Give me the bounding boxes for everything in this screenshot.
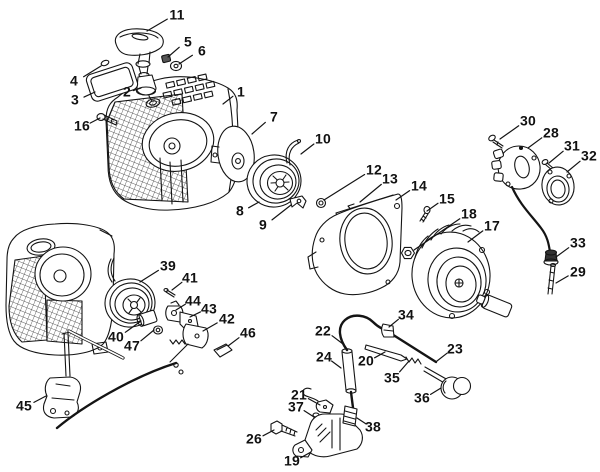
leader-line-10 <box>300 143 315 155</box>
starter-grip <box>114 28 164 102</box>
leader-line-26 <box>262 429 275 437</box>
leader-line-13 <box>359 183 382 203</box>
leader-line-15 <box>426 202 439 212</box>
leader-line-31 <box>548 150 564 164</box>
leader-line-32 <box>566 160 581 173</box>
sleeve-part <box>476 294 513 318</box>
leader-line-7 <box>251 121 266 135</box>
ignition-module-assembly <box>488 134 575 295</box>
leader-line-34 <box>388 318 399 328</box>
leader-line-11 <box>146 18 168 32</box>
leader-line-4 <box>82 65 102 78</box>
leader-line-6 <box>178 54 193 65</box>
leader-line-47 <box>140 329 155 342</box>
leader-line-12 <box>323 173 366 201</box>
leader-line-28 <box>527 137 543 149</box>
leader-line-36 <box>430 387 442 395</box>
starter-housing-assembly <box>85 28 327 211</box>
leader-line-30 <box>499 125 520 140</box>
leader-line-22 <box>331 335 344 345</box>
vent-slots <box>162 73 216 106</box>
leader-line-38 <box>356 417 367 425</box>
starter-cover-plate <box>85 62 139 102</box>
leader-line-45 <box>33 395 47 403</box>
rope-rotor <box>246 138 327 209</box>
leader-line-23 <box>436 352 448 362</box>
leader-line-21 <box>307 398 321 406</box>
leader-line-42 <box>202 322 218 332</box>
leader-line-35 <box>399 360 410 373</box>
leader-line-43 <box>189 311 201 318</box>
fan-housing-cover <box>307 193 431 296</box>
flywheel-assembly <box>400 223 513 320</box>
leader-line-9 <box>271 204 292 221</box>
leader-line-8 <box>248 201 260 209</box>
rear-starter-housing-assembly <box>5 222 233 430</box>
leader-line-17 <box>467 230 484 243</box>
leader-line-33 <box>555 247 570 258</box>
leader-line-19 <box>300 451 312 459</box>
leader-line-14 <box>395 190 411 201</box>
rotor-cover-disc <box>210 125 255 183</box>
leader-line-20 <box>374 351 386 359</box>
leader-line-18 <box>413 218 461 251</box>
leader-line-44 <box>175 303 186 311</box>
leader-line-40 <box>124 320 142 333</box>
leader-line-2 <box>132 87 142 92</box>
leader-line-41 <box>171 281 183 291</box>
leader-line-1 <box>222 95 234 105</box>
leader-line-46 <box>227 337 240 347</box>
leader-line-5 <box>167 46 180 58</box>
leader-line-39 <box>139 269 159 283</box>
leader-line-24 <box>331 360 342 369</box>
leader-line-3 <box>83 91 96 98</box>
leader-lines <box>33 18 581 459</box>
leader-line-37 <box>303 410 315 418</box>
leader-line-29 <box>555 275 569 284</box>
leader-line-16 <box>89 117 101 124</box>
throttle-linkage-assembly <box>270 314 472 458</box>
